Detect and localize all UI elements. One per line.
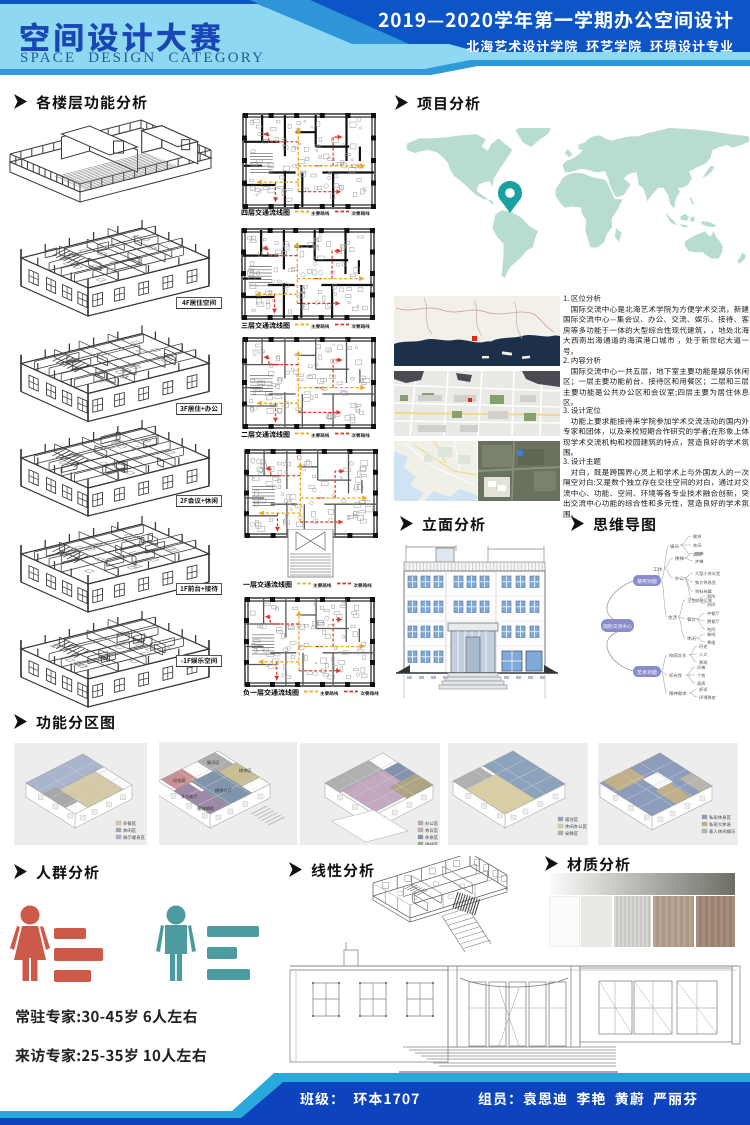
svg-text:标志性: 标志性	[669, 673, 683, 679]
svg-text:办公: 办公	[675, 576, 684, 582]
svg-text:展示区: 展示区	[207, 760, 220, 766]
svg-text:居住区: 居住区	[565, 817, 579, 823]
svg-text:客人休闲娱乐: 客人休闲娱乐	[709, 829, 736, 835]
svg-text:独立休息室: 独立休息室	[695, 580, 716, 586]
svg-text:步梯: 步梯	[695, 559, 703, 565]
svg-text:服务辅助: 服务辅助	[197, 806, 214, 812]
svg-text:个性: 个性	[697, 673, 705, 679]
svg-text:包间: 包间	[707, 627, 715, 633]
svg-text:休息区域: 休息区域	[695, 598, 713, 604]
svg-text:艺术功能: 艺术功能	[637, 669, 657, 676]
svg-text:多餐区: 多餐区	[123, 821, 137, 827]
svg-text:舒适: 舒适	[699, 687, 708, 693]
svg-text:环境稳定: 环境稳定	[699, 695, 716, 701]
svg-text:使用功能: 使用功能	[637, 578, 657, 585]
svg-text:休闲: 休闲	[693, 543, 701, 549]
svg-text:私密大休息: 私密大休息	[709, 822, 732, 828]
svg-text:接待区: 接待区	[425, 842, 439, 845]
svg-text:电梯: 电梯	[695, 551, 703, 557]
svg-text:精神需求: 精神需求	[669, 691, 687, 697]
svg-text:休闲区: 休闲区	[123, 828, 137, 834]
svg-text:餐饮: 餐饮	[687, 617, 696, 623]
svg-text:休闲办公区: 休闲办公区	[565, 824, 588, 830]
svg-text:西餐厅: 西餐厅	[707, 619, 720, 625]
svg-text:资料档案: 资料档案	[695, 589, 713, 595]
svg-text:办公区: 办公区	[425, 821, 439, 827]
svg-text:品质: 品质	[697, 681, 705, 687]
svg-text:校园文化: 校园文化	[669, 653, 687, 659]
svg-text:娱乐: 娱乐	[670, 544, 680, 550]
svg-text:多功能厅: 多功能厅	[181, 794, 198, 800]
svg-text:生活: 生活	[668, 615, 678, 621]
svg-text:休息区: 休息区	[425, 835, 439, 841]
svg-text:会议区: 会议区	[425, 828, 439, 834]
svg-text:安静区: 安静区	[565, 831, 579, 837]
svg-text:娱乐: 娱乐	[693, 552, 701, 558]
svg-text:浴间: 浴间	[707, 602, 715, 608]
svg-text:大型小会议室: 大型小会议室	[695, 571, 720, 577]
svg-text:纪念品: 纪念品	[173, 778, 186, 784]
svg-text:展示健身区: 展示健身区	[123, 835, 146, 841]
svg-text:休闲: 休闲	[687, 636, 696, 642]
svg-text:人文: 人文	[699, 652, 708, 658]
svg-text:健身: 健身	[693, 534, 701, 540]
svg-text:中餐厅: 中餐厅	[707, 611, 720, 617]
svg-text:卫生: 卫生	[687, 598, 696, 604]
svg-text:国际交流中心: 国际交流中心	[603, 623, 632, 630]
svg-text:风格: 风格	[697, 665, 706, 671]
svg-text:楼梯: 楼梯	[675, 556, 684, 562]
svg-text:工作: 工作	[653, 567, 663, 573]
svg-text:景观: 景观	[699, 660, 708, 666]
svg-text:茶座: 茶座	[707, 640, 715, 646]
svg-text:私密休息区: 私密休息区	[709, 815, 732, 821]
svg-text:历史: 历史	[699, 644, 708, 650]
svg-text:咖啡: 咖啡	[707, 632, 716, 638]
svg-text:厕所: 厕所	[707, 594, 715, 600]
svg-text:接待区: 接待区	[239, 768, 252, 774]
svg-text:接待大厅: 接待大厅	[215, 788, 232, 794]
